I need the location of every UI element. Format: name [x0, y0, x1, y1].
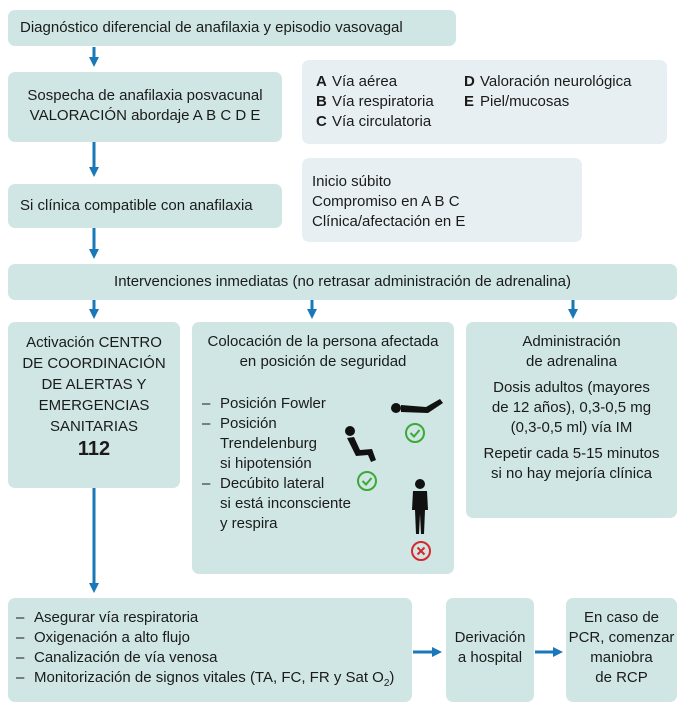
cpr-line: de RCP: [595, 669, 648, 686]
repeat-line: si no hay mejoría clínica: [491, 465, 652, 482]
repeat-line: Repetir cada 5-15 minutos: [483, 445, 660, 462]
dose-line: Dosis adultos (mayores: [493, 379, 650, 396]
standing-person-icon: [412, 479, 428, 534]
adrenaline-box: Administración de adrenalina Dosis adult…: [466, 322, 677, 518]
adrenaline-title-line: Administración: [522, 333, 621, 350]
suspicion-box: Sospecha de anafilaxia posvacunal VALORA…: [8, 72, 282, 142]
activation-line: DE COORDINACIÓN: [22, 355, 166, 372]
interventions-box: Intervenciones inmediatas (no retrasar a…: [8, 264, 677, 300]
dose-line: de 12 años), 0,3-0,5 mg: [491, 399, 652, 416]
actions-box: Asegurar vía respiratoria Oxigenación a …: [8, 598, 412, 702]
referral-line: Derivación: [454, 629, 526, 646]
differential-diagnosis-box: Diagnóstico diferencial de anafilaxia y …: [8, 10, 456, 46]
cpr-line: PCR, comenzar: [568, 629, 675, 646]
action-item: Oxigenación a alto flujo: [16, 628, 404, 648]
compatible-clinic-label: Si clínica compatible con anafilaxia: [20, 197, 253, 214]
reclined-person-icon: [345, 426, 376, 462]
activation-box: Activación CENTRO DE COORDINACIÓN DE ALE…: [8, 322, 180, 488]
cpr-line: En caso de: [583, 609, 660, 626]
activation-line: SANITARIAS: [49, 418, 139, 435]
lying-person-icon: [391, 399, 443, 413]
adrenaline-title-line: de adrenalina: [526, 353, 617, 370]
position-title-line: en posición de seguridad: [239, 353, 407, 370]
criteria-item: Inicio súbito: [312, 173, 392, 190]
position-title-line: Colocación de la persona afectada: [207, 333, 439, 350]
activation-line: Activación CENTRO: [26, 334, 162, 351]
cpr-box: En caso de PCR, comenzar maniobra de RCP: [566, 598, 677, 702]
action-item: Asegurar vía respiratoria: [16, 608, 404, 628]
emergency-number: 112: [77, 438, 111, 460]
activation-line: EMERGENCIAS: [38, 397, 150, 414]
safety-position-box: Colocación de la persona afectada en pos…: [192, 322, 454, 574]
position-item-trendelenburg: Posición Trendelenburg si hipotensión: [202, 414, 382, 474]
suspicion-line-2: VALORACIÓN abordaje A B C D E: [29, 107, 261, 124]
compatible-clinic-box: Si clínica compatible con anafilaxia: [8, 184, 282, 228]
cpr-line: maniobra: [590, 649, 653, 666]
activation-line: DE ALERTAS Y: [41, 376, 147, 393]
referral-line: a hospital: [457, 649, 523, 666]
hospital-referral-box: Derivación a hospital: [446, 598, 534, 702]
action-item: Canalización de vía venosa: [16, 648, 404, 668]
check-icon: [357, 471, 377, 491]
criteria-item: Clínica/afectación en E: [312, 213, 466, 230]
position-item-fowler: Posición Fowler: [202, 394, 382, 414]
criteria-box: Inicio súbito Compromiso en A B C Clínic…: [302, 158, 582, 242]
dose-line: (0,3-0,5 ml) vía IM: [510, 419, 633, 436]
check-icon: [405, 423, 425, 443]
differential-diagnosis-label: Diagnóstico diferencial de anafilaxia y …: [20, 19, 403, 36]
interventions-label: Intervenciones inmediatas (no retrasar a…: [114, 273, 571, 290]
cross-icon: [411, 541, 431, 561]
criteria-item: Compromiso en A B C: [312, 193, 460, 210]
suspicion-line-1: Sospecha de anafilaxia posvacunal: [27, 87, 263, 104]
position-item-lateral: Decúbito lateral si está inconsciente y …: [202, 474, 382, 534]
action-item-monitoring: Monitorización de signos vitales (TA, FC…: [16, 668, 404, 694]
